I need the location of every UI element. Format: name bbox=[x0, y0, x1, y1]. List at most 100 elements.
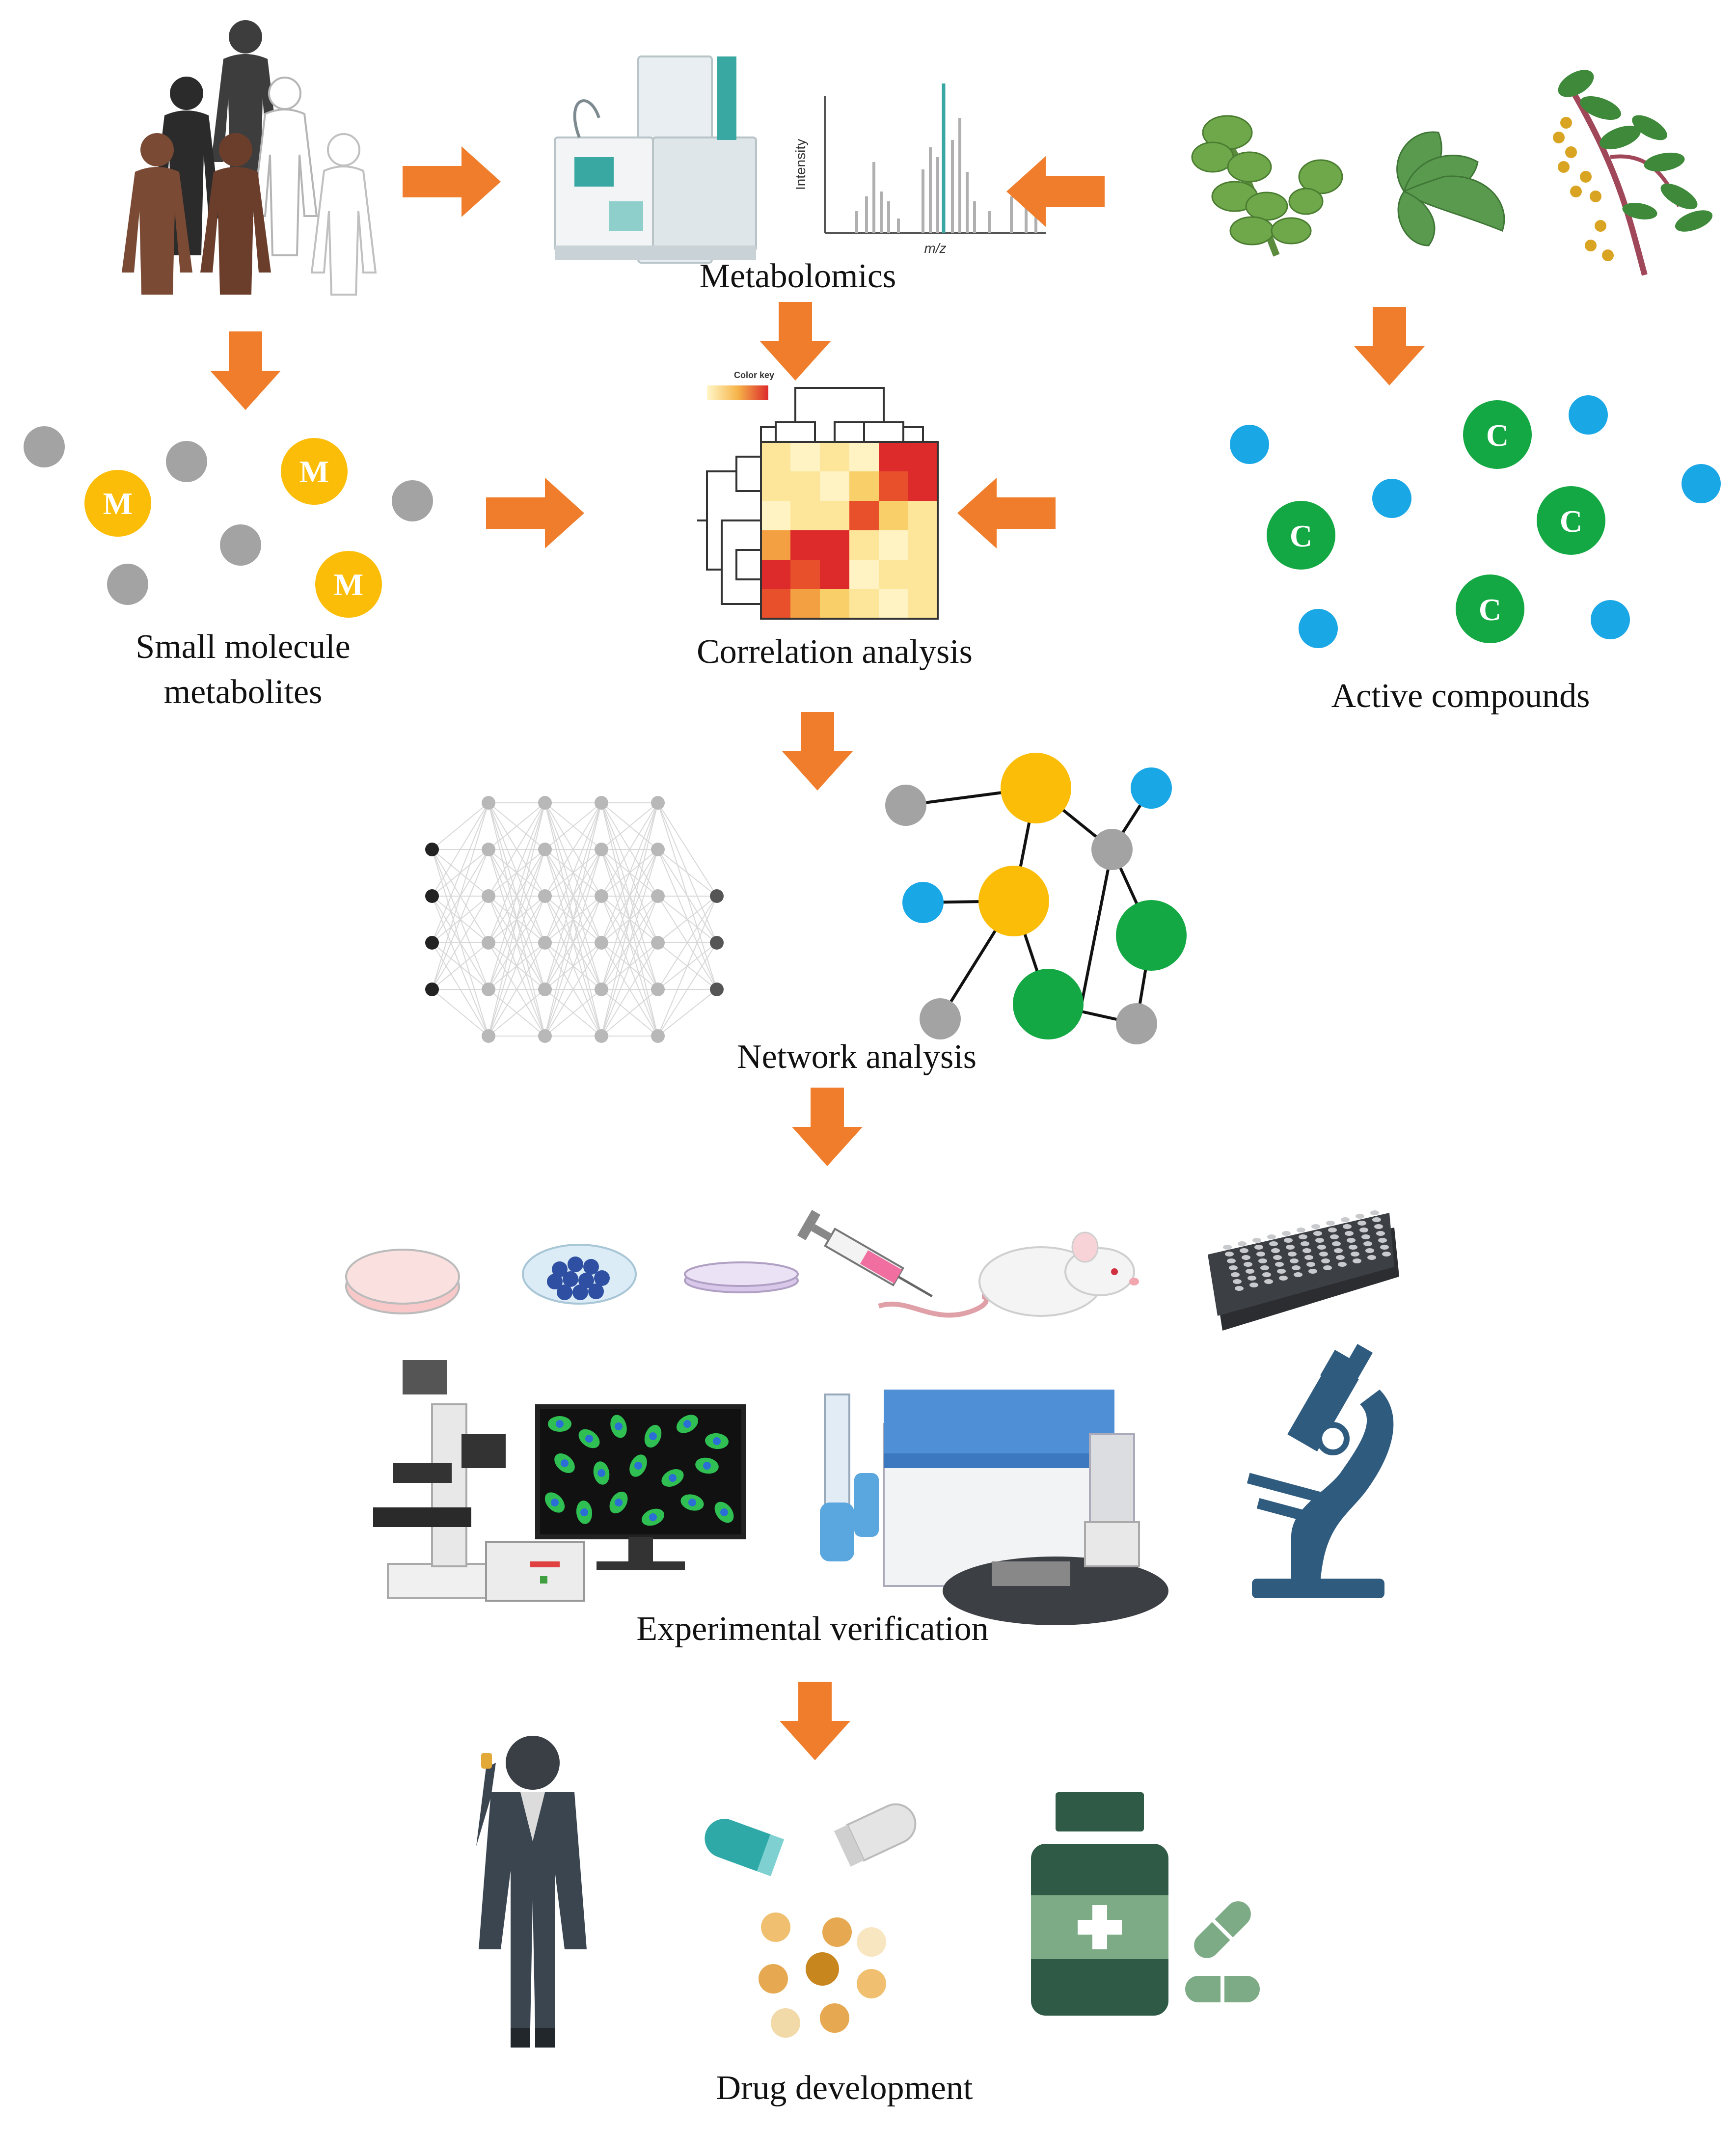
microscope-icon bbox=[1247, 1344, 1394, 1598]
arrow-humans-down bbox=[210, 331, 281, 410]
heatmap-cell bbox=[908, 560, 938, 589]
nn-node bbox=[710, 889, 724, 903]
arrow-experimental-down bbox=[780, 1682, 850, 1760]
color-key-label: Color key bbox=[734, 370, 774, 380]
nn-node bbox=[482, 983, 495, 996]
nn-node bbox=[651, 936, 665, 950]
label-drug-development: Drug development bbox=[716, 2069, 973, 2107]
mouse-icon bbox=[878, 1231, 1139, 1318]
compound-node: C bbox=[1537, 486, 1605, 555]
capsules-and-pills-icon bbox=[705, 1803, 917, 2038]
mass-spectrum-chart: Intensity m/z bbox=[793, 83, 1046, 256]
heatmap-cell bbox=[761, 471, 790, 501]
nn-node bbox=[482, 889, 495, 903]
heatmap-cell bbox=[790, 530, 820, 560]
correlation-heatmap-icon: Color key bbox=[697, 370, 939, 620]
nn-node bbox=[482, 1029, 495, 1043]
interaction-network-graph bbox=[885, 753, 1187, 1044]
compound-nodes: C C C C bbox=[1230, 395, 1721, 648]
nn-node bbox=[595, 1029, 608, 1043]
label-experimental-verification: Experimental verification bbox=[636, 1610, 988, 1648]
arrow-plants-down bbox=[1354, 307, 1425, 385]
nn-node bbox=[595, 983, 608, 996]
label-active-compounds: Active compounds bbox=[1331, 677, 1590, 715]
heatmap-cell bbox=[761, 560, 790, 589]
heatmap-cell bbox=[820, 442, 849, 471]
nn-node bbox=[482, 796, 495, 810]
nn-node bbox=[595, 889, 608, 903]
heatmap-cell bbox=[849, 530, 879, 560]
arrow-plants-to-spectrum bbox=[1006, 156, 1105, 227]
arrow-metabolomics-down bbox=[760, 302, 831, 381]
nn-node bbox=[538, 936, 552, 950]
heatmap-cell bbox=[908, 530, 938, 560]
heatmap-cell bbox=[879, 501, 908, 530]
neural-network-icon bbox=[425, 796, 724, 1043]
heatmap-cell bbox=[908, 471, 938, 501]
heatmap-cell bbox=[849, 560, 879, 589]
svg-text:C: C bbox=[1290, 519, 1312, 553]
metabolite-node: M bbox=[281, 438, 348, 505]
heatmap-cell bbox=[761, 501, 790, 530]
spectrum-y-label: Intensity bbox=[793, 139, 808, 190]
well-plate-icon bbox=[1208, 1210, 1399, 1331]
nn-node bbox=[425, 843, 439, 856]
nn-node bbox=[651, 1029, 665, 1043]
metabolite-node: M bbox=[315, 551, 382, 618]
heatmap-cell bbox=[849, 501, 879, 530]
mass-spectrometer-icon bbox=[554, 55, 757, 264]
heatmap-cell bbox=[790, 442, 820, 471]
svg-text:M: M bbox=[299, 454, 329, 489]
petri-dishes-icon bbox=[345, 1244, 799, 1314]
nn-node bbox=[710, 936, 724, 950]
fluorescence-microscope-icon bbox=[373, 1360, 585, 1602]
nn-node bbox=[595, 936, 608, 950]
svg-text:C: C bbox=[1560, 504, 1582, 539]
nn-node bbox=[595, 796, 608, 810]
nn-node bbox=[425, 983, 439, 996]
nn-node bbox=[651, 983, 665, 996]
heatmap-cell bbox=[879, 589, 908, 619]
nn-node bbox=[425, 889, 439, 903]
heatmap-cell bbox=[908, 501, 938, 530]
spectrum-x-label: m/z bbox=[924, 241, 946, 256]
heatmap-cell bbox=[761, 442, 790, 471]
nn-node bbox=[595, 843, 608, 856]
nn-node bbox=[651, 796, 665, 810]
medicinal-plants-icon bbox=[1191, 70, 1713, 276]
label-metabolomics: Metabolomics bbox=[700, 257, 896, 295]
monitor-icon bbox=[535, 1404, 746, 1570]
heatmap-cell bbox=[849, 471, 879, 501]
compound-node: C bbox=[1456, 574, 1524, 643]
heatmap-cell bbox=[790, 560, 820, 589]
nn-node bbox=[538, 843, 552, 856]
heatmap-cell bbox=[879, 530, 908, 560]
nn-node bbox=[482, 936, 495, 950]
heatmap-cell bbox=[761, 530, 790, 560]
nn-node bbox=[425, 936, 439, 950]
heatmap-cell bbox=[849, 589, 879, 619]
compound-node: C bbox=[1463, 400, 1532, 469]
heatmap-cell bbox=[879, 442, 908, 471]
nn-node bbox=[538, 1029, 552, 1043]
heatmap-cell bbox=[908, 442, 938, 471]
heatmap-cell bbox=[908, 589, 938, 619]
arrow-metabolites-to-correlation bbox=[486, 478, 584, 548]
heatmap-cell bbox=[879, 471, 908, 501]
nn-node bbox=[651, 843, 665, 856]
arrow-humans-to-ms bbox=[403, 146, 501, 217]
arrow-compounds-to-correlation bbox=[957, 478, 1056, 548]
medicine-bottle-icon bbox=[1031, 1792, 1264, 2016]
nn-node bbox=[538, 983, 552, 996]
heatmap-cell bbox=[790, 501, 820, 530]
heatmap-cell bbox=[790, 471, 820, 501]
person-with-pill-icon bbox=[476, 1736, 587, 2048]
label-small-molecule-line2: metabolites bbox=[164, 673, 323, 711]
heatmap-cell bbox=[820, 560, 849, 589]
heatmap-cell bbox=[820, 471, 849, 501]
heatmap-cell bbox=[849, 442, 879, 471]
arrow-correlation-down bbox=[782, 712, 853, 791]
label-network-analysis: Network analysis bbox=[737, 1038, 976, 1076]
metabolite-nodes: M M M bbox=[24, 426, 433, 618]
